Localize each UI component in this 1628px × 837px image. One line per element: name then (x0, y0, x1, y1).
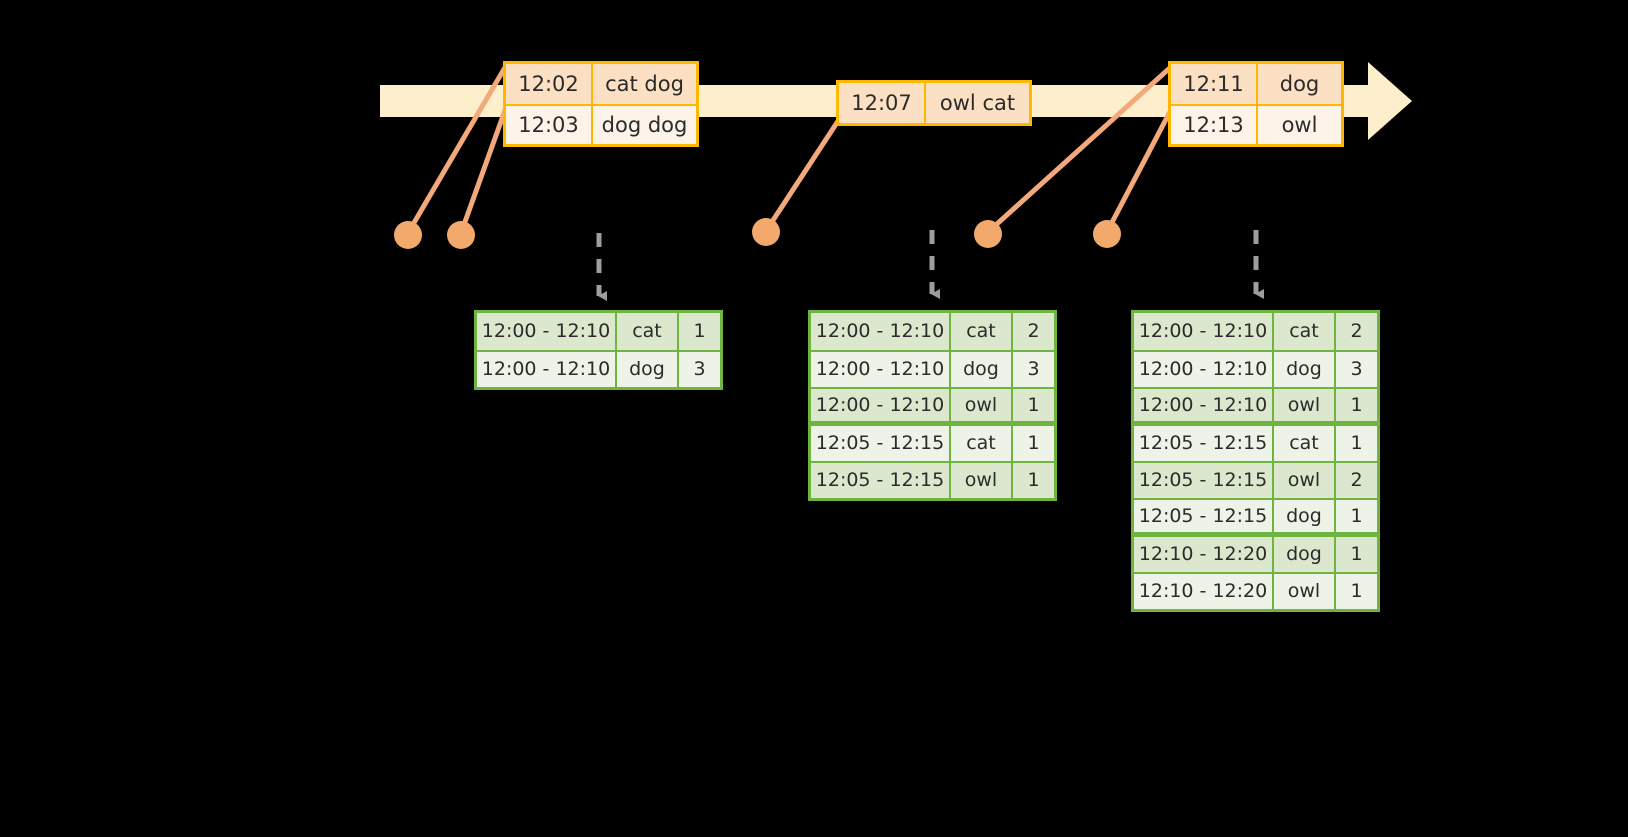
result-window: 12:00 - 12:10 (811, 352, 951, 387)
watermark-dots (394, 218, 1121, 249)
table-row[interactable]: 12:10 - 12:20 dog 1 (1134, 535, 1377, 572)
result-count: 1 (1336, 537, 1377, 572)
watermark-dot (1093, 220, 1121, 248)
result-word: dog (617, 352, 679, 387)
event-row[interactable]: 12:11 dog (1171, 64, 1341, 104)
result-window: 12:05 - 12:15 (1134, 426, 1274, 461)
event-time: 12:11 (1171, 64, 1258, 104)
result-window: 12:00 - 12:10 (811, 313, 951, 350)
result-window: 12:05 - 12:15 (811, 426, 951, 461)
emit-arrows (596, 230, 1264, 301)
table-row[interactable]: 12:05 - 12:15 cat 1 (811, 424, 1054, 461)
result-word: dog (951, 352, 1013, 387)
result-word: owl (951, 389, 1013, 421)
event-row[interactable]: 12:02 cat dog (506, 64, 696, 104)
result-count: 1 (1013, 463, 1054, 498)
result-count: 1 (1336, 500, 1377, 532)
result-word: owl (1274, 574, 1336, 609)
result-word: cat (1274, 426, 1336, 461)
result-count: 1 (1336, 389, 1377, 421)
result-word: cat (951, 313, 1013, 350)
result-window: 12:00 - 12:10 (811, 389, 951, 421)
result-window: 12:00 - 12:10 (1134, 389, 1274, 421)
result-count: 2 (1336, 313, 1377, 350)
result-count: 1 (1013, 426, 1054, 461)
result-word: owl (951, 463, 1013, 498)
result-table-2[interactable]: 12:00 - 12:10 cat 2 12:00 - 12:10 dog 3 … (808, 310, 1057, 501)
table-row[interactable]: 12:00 - 12:10 cat 2 (811, 313, 1054, 350)
table-row[interactable]: 12:00 - 12:10 owl 1 (1134, 387, 1377, 424)
result-window: 12:00 - 12:10 (1134, 313, 1274, 350)
result-window: 12:05 - 12:15 (1134, 500, 1274, 532)
result-table-1[interactable]: 12:00 - 12:10 cat 1 12:00 - 12:10 dog 3 (474, 310, 723, 390)
event-row[interactable]: 12:13 owl (1171, 104, 1341, 144)
watermark-dot (752, 218, 780, 246)
event-words: dog dog (593, 106, 696, 144)
result-window: 12:05 - 12:15 (1134, 463, 1274, 498)
result-count: 1 (679, 313, 720, 350)
table-row[interactable]: 12:10 - 12:20 owl 1 (1134, 572, 1377, 609)
event-time: 12:07 (839, 83, 926, 123)
table-row[interactable]: 12:00 - 12:10 dog 3 (811, 350, 1054, 387)
event-time: 12:03 (506, 106, 593, 144)
table-row[interactable]: 12:00 - 12:10 dog 3 (1134, 350, 1377, 387)
table-row[interactable]: 12:05 - 12:15 owl 1 (811, 461, 1054, 498)
event-time: 12:02 (506, 64, 593, 104)
event-time: 12:13 (1171, 106, 1258, 144)
table-row[interactable]: 12:05 - 12:15 owl 2 (1134, 461, 1377, 498)
result-window: 12:00 - 12:10 (1134, 352, 1274, 387)
table-row[interactable]: 12:00 - 12:10 dog 3 (477, 350, 720, 387)
event-group-1[interactable]: 12:02 cat dog 12:03 dog dog (503, 61, 699, 147)
event-group-2[interactable]: 12:07 owl cat (836, 80, 1032, 126)
result-word: owl (1274, 389, 1336, 421)
result-word: cat (1274, 313, 1336, 350)
event-words: dog (1258, 64, 1341, 104)
result-table-3[interactable]: 12:00 - 12:10 cat 2 12:00 - 12:10 dog 3 … (1131, 310, 1380, 612)
table-row[interactable]: 12:00 - 12:10 owl 1 (811, 387, 1054, 424)
table-row[interactable]: 12:05 - 12:15 dog 1 (1134, 498, 1377, 535)
watermark-dot (974, 220, 1002, 248)
event-words: owl cat (926, 83, 1029, 123)
result-word: owl (1274, 463, 1336, 498)
result-count: 3 (1336, 352, 1377, 387)
result-word: cat (617, 313, 679, 350)
result-word: dog (1274, 352, 1336, 387)
result-window: 12:00 - 12:10 (477, 313, 617, 350)
event-words: cat dog (593, 64, 696, 104)
result-window: 12:10 - 12:20 (1134, 574, 1274, 609)
result-count: 1 (1336, 574, 1377, 609)
result-window: 12:10 - 12:20 (1134, 537, 1274, 572)
table-row[interactable]: 12:00 - 12:10 cat 1 (477, 313, 720, 350)
result-count: 2 (1336, 463, 1377, 498)
event-row[interactable]: 12:03 dog dog (506, 104, 696, 144)
result-window: 12:00 - 12:10 (477, 352, 617, 387)
watermark-dot (447, 221, 475, 249)
table-row[interactable]: 12:00 - 12:10 cat 2 (1134, 313, 1377, 350)
table-row[interactable]: 12:05 - 12:15 cat 1 (1134, 424, 1377, 461)
result-word: dog (1274, 500, 1336, 532)
event-row[interactable]: 12:07 owl cat (839, 83, 1029, 123)
result-count: 1 (1336, 426, 1377, 461)
result-count: 1 (1013, 389, 1054, 421)
result-count: 2 (1013, 313, 1054, 350)
watermark-dot (394, 221, 422, 249)
result-word: dog (1274, 537, 1336, 572)
result-count: 3 (1013, 352, 1054, 387)
result-window: 12:05 - 12:15 (811, 463, 951, 498)
result-count: 3 (679, 352, 720, 387)
result-word: cat (951, 426, 1013, 461)
event-group-3[interactable]: 12:11 dog 12:13 owl (1168, 61, 1344, 147)
event-words: owl (1258, 106, 1341, 144)
